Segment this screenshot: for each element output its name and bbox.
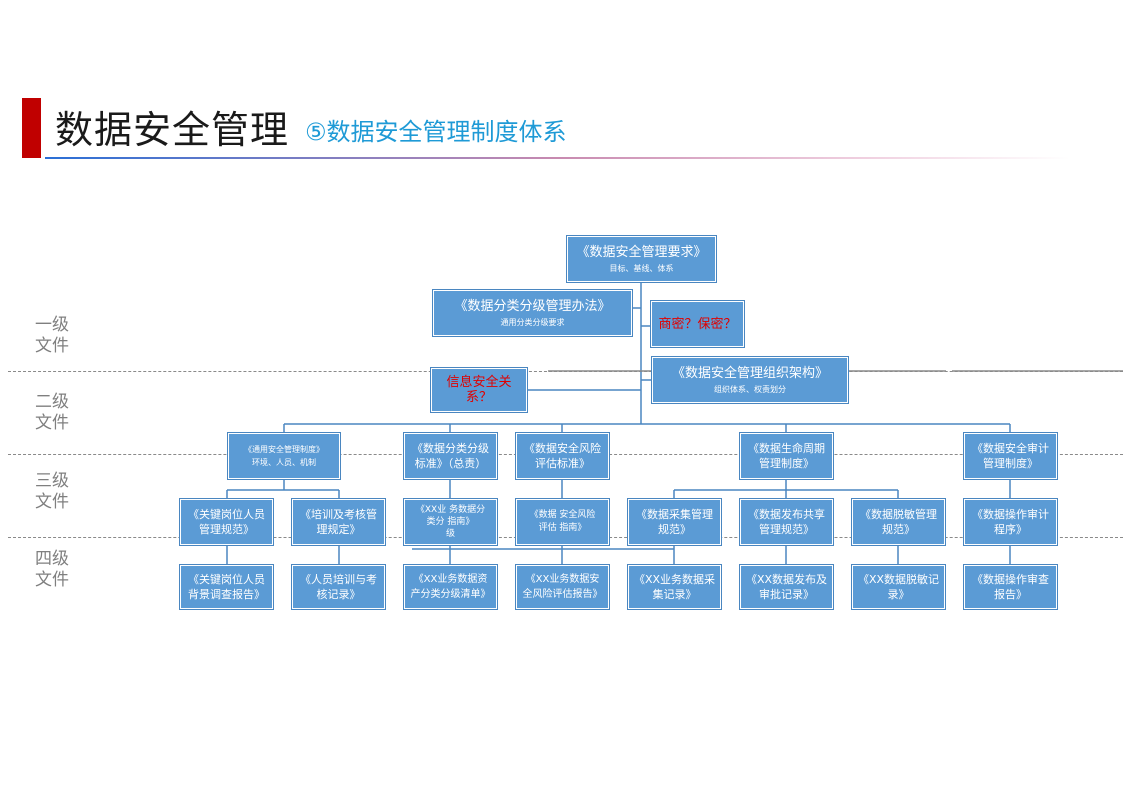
node-organization-structure: 《数据安全管理组织架构》 组织体系、权责划分: [652, 357, 848, 403]
node-data-collection-spec: 《数据采集管理 规范》: [628, 499, 721, 545]
node-infosec-relation-question: 信息安全关系？: [431, 368, 527, 412]
node-operation-review-report: 《数据操作审查 报告》: [964, 565, 1057, 609]
node-title: 《数据分类分级管理办法》: [454, 299, 611, 314]
node-title: 《培训及考核管 理规定》: [300, 508, 377, 536]
node-operation-audit-procedure: 《数据操作审计 程序》: [964, 499, 1057, 545]
node-data-sharing-spec: 《数据发布共享 管理规范》: [740, 499, 833, 545]
node-general-security-mgmt: 《通用安全管理制度》 环境、人员、机制: [228, 433, 340, 479]
node-asset-classification-list: 《XX业务数据资 产分类分级清单》: [404, 565, 497, 609]
node-title: 《数据操作审查 报告》: [972, 573, 1049, 601]
level-label-4: 四级 文件: [35, 549, 69, 590]
node-audit-management: 《数据安全审计 管理制度》: [964, 433, 1057, 479]
node-title: 信息安全关系？: [446, 375, 512, 405]
node-subtitle: 目标、基线、体系: [609, 264, 674, 273]
node-training-record: 《人员培训与考 核记录》: [292, 565, 385, 609]
level-label-2: 二级 文件: [35, 392, 69, 433]
node-title: 《通用安全管理制度》: [244, 445, 324, 454]
node-title: 《数据安全风险 评估标准》: [524, 442, 601, 470]
node-title: 《关键岗位人员 管理规范》: [188, 508, 265, 536]
level-label-3: 三级 文件: [35, 471, 69, 512]
node-risk-assessment-report: 《XX业务数据安 全风险评估报告》: [516, 565, 609, 609]
node-title: 《数据 安全风险 评估 指南》: [529, 510, 596, 533]
node-key-post-personnel: 《关键岗位人员 管理规范》: [180, 499, 273, 545]
node-subtitle: 通用分类分级要求: [500, 318, 565, 327]
node-title: 《XX业务数据资 产分类分级清单》: [410, 574, 491, 600]
node-background-check-report: 《关键岗位人员 背景调查报告》: [180, 565, 273, 609]
node-xx-classification-guide: 《XX业 务数据分 类分 指南》 级: [404, 499, 497, 545]
node-title: 《数据安全管理组织架构》: [671, 366, 828, 381]
node-title: 《XX业务数据安 全风险评估报告》: [522, 574, 603, 600]
node-data-masking-spec: 《数据脱敏管理 规范》: [852, 499, 945, 545]
node-classification-standard: 《数据分类分级 标准》（总责）: [404, 433, 497, 479]
node-title: 《数据生命周期 管理制度》: [748, 442, 825, 470]
node-title: 《数据安全管理要求》: [576, 245, 707, 260]
node-masking-record: 《XX数据脱敏记 录》: [852, 565, 945, 609]
node-training-assessment: 《培训及考核管 理规定》: [292, 499, 385, 545]
node-commercial-secret-question: 商密？保密？: [651, 301, 744, 347]
node-title: 《XX数据发布及 审批记录》: [745, 573, 828, 601]
page-title: 数据安全管理: [55, 108, 290, 152]
node-risk-assessment-guide: 《数据 安全风险 评估 指南》: [516, 499, 609, 545]
title-accent-bar: [22, 98, 41, 158]
node-title: 《数据操作审计 程序》: [972, 508, 1049, 536]
node-title: 《数据安全审计 管理制度》: [972, 442, 1049, 470]
title-underline: [45, 157, 1070, 159]
page-subtitle: ⑤数据安全管理制度体系: [305, 118, 567, 146]
node-risk-assessment-standard: 《数据安全风险 评估标准》: [516, 433, 609, 479]
node-title: 《XX业务数据采 集记录》: [633, 573, 716, 601]
node-classification-method: 《数据分类分级管理办法》 通用分类分级要求: [433, 290, 632, 336]
level-label-1: 一级 文件: [35, 315, 69, 356]
node-data-security-requirements: 《数据安全管理要求》 目标、基线、体系: [567, 236, 716, 282]
node-title: 《数据采集管理 规范》: [636, 508, 713, 536]
node-collection-record: 《XX业务数据采 集记录》: [628, 565, 721, 609]
node-title: 《XX业 务数据分 类分 指南》 级: [415, 505, 486, 539]
node-lifecycle-management: 《数据生命周期 管理制度》: [740, 433, 833, 479]
node-publish-approval-record: 《XX数据发布及 审批记录》: [740, 565, 833, 609]
node-title: 《数据分类分级 标准》（总责）: [412, 442, 489, 470]
node-title: 《XX数据脱敏记 录》: [857, 573, 940, 601]
node-subtitle: 组织体系、权责划分: [714, 385, 786, 394]
node-title: 《关键岗位人员 背景调查报告》: [188, 573, 265, 601]
node-title: 《人员培训与考 核记录》: [300, 573, 377, 601]
node-title: 《数据发布共享 管理规范》: [748, 508, 825, 536]
node-subtitle: 环境、人员、机制: [252, 458, 316, 467]
node-title: 《数据脱敏管理 规范》: [860, 508, 937, 536]
node-title: 商密？保密？: [658, 316, 737, 332]
